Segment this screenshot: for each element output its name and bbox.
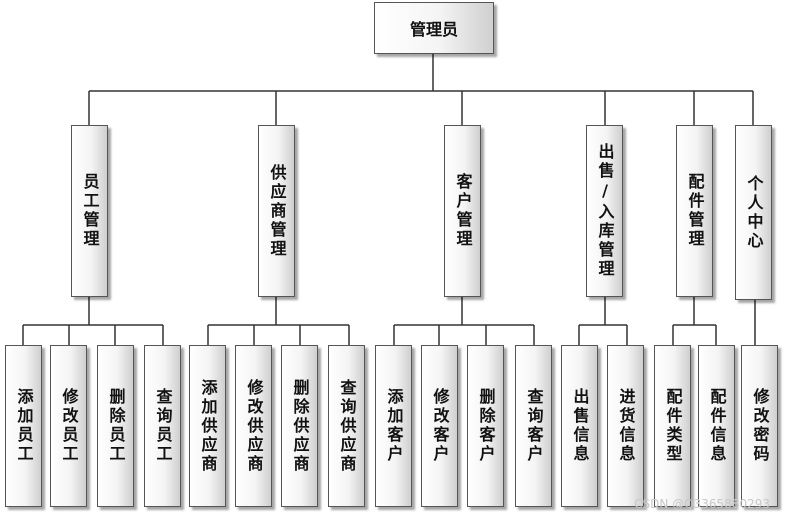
root-label: 管理员	[409, 20, 458, 39]
leaf-label: 添加员工	[14, 388, 34, 464]
leaf-label: 删除供应商	[290, 378, 310, 474]
module-label: 配件管理	[685, 173, 705, 249]
leaf-label: 修改客户	[430, 388, 450, 464]
leaf-node: 删除客户	[467, 345, 504, 507]
module-label: 出售/入库管理	[595, 143, 615, 279]
leaf-label: 进货信息	[616, 388, 636, 464]
leaf-node: 修改客户	[421, 345, 458, 507]
module-label: 客户管理	[453, 173, 473, 249]
leaf-label: 删除客户	[476, 388, 496, 464]
leaf-node: 删除员工	[97, 345, 134, 507]
module-node-customer: 客户管理	[444, 125, 481, 297]
leaf-node: 修改员工	[50, 345, 87, 507]
leaf-node: 配件信息	[698, 345, 735, 507]
leaf-label: 查询供应商	[337, 378, 357, 474]
leaf-node: 添加员工	[5, 345, 42, 507]
root-node: 管理员	[374, 2, 494, 54]
module-node-personal-center: 个人中心	[735, 125, 772, 300]
leaf-node: 修改供应商	[235, 345, 272, 507]
leaf-node: 添加客户	[375, 345, 412, 507]
module-node-parts: 配件管理	[676, 125, 713, 297]
leaf-node: 出售信息	[561, 345, 598, 507]
leaf-node: 修改密码	[741, 345, 778, 507]
leaf-node: 配件类型	[654, 345, 691, 507]
leaf-label: 修改密码	[750, 388, 770, 464]
leaf-label: 查询客户	[524, 388, 544, 464]
leaf-node: 查询员工	[144, 345, 181, 507]
leaf-label: 配件信息	[707, 388, 727, 464]
leaf-label: 删除员工	[106, 388, 126, 464]
module-label: 员工管理	[80, 173, 100, 249]
module-node-supplier: 供应商管理	[258, 125, 295, 297]
leaf-label: 添加供应商	[198, 378, 218, 474]
module-node-employee: 员工管理	[71, 125, 108, 297]
leaf-node: 查询供应商	[328, 345, 365, 507]
leaf-node: 查询客户	[515, 345, 552, 507]
leaf-label: 查询员工	[153, 388, 173, 464]
leaf-node: 进货信息	[607, 345, 644, 507]
module-label: 供应商管理	[267, 163, 287, 259]
module-label: 个人中心	[744, 174, 764, 251]
leaf-node: 删除供应商	[281, 345, 318, 507]
leaf-label: 修改员工	[59, 388, 79, 464]
leaf-label: 添加客户	[384, 388, 404, 464]
watermark-text: CSDN @Q3365880293	[634, 497, 770, 511]
leaf-label: 出售信息	[570, 388, 590, 464]
leaf-label: 配件类型	[663, 388, 683, 464]
leaf-node: 添加供应商	[189, 345, 226, 507]
module-node-sale-stock: 出售/入库管理	[586, 125, 623, 297]
leaf-label: 修改供应商	[244, 378, 264, 474]
